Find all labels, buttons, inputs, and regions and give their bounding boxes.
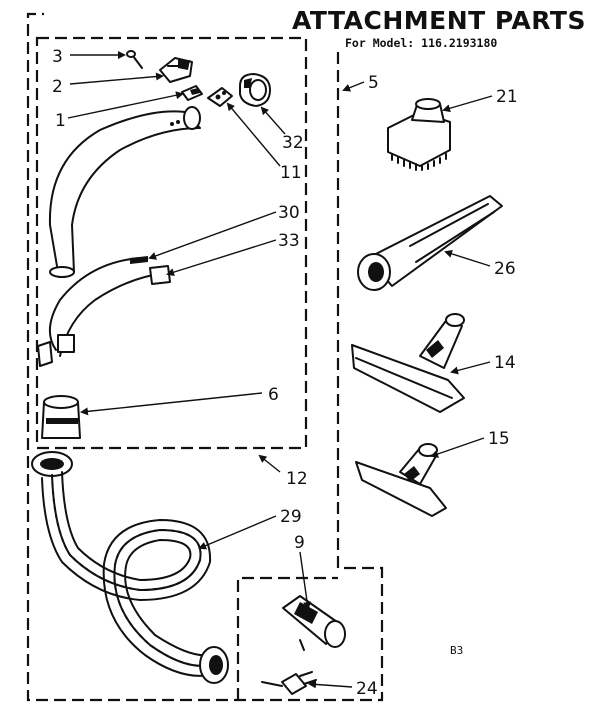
part-29-hose: [31, 451, 229, 684]
leader-14: [450, 361, 491, 375]
page-title: ATTACHMENT PARTS: [292, 6, 586, 35]
callout-21: 21: [496, 87, 518, 107]
callout-11: 11: [280, 163, 302, 183]
assembly-12-boundary: [35, 36, 308, 450]
leader-12: [258, 454, 281, 473]
callout-29: 29: [280, 507, 302, 527]
part-1-latch: [181, 85, 203, 101]
leader-30: [148, 211, 277, 260]
part-wand-tube: [48, 106, 201, 278]
part-9-hose-plug: [282, 595, 346, 651]
callout-9: 9: [294, 533, 305, 553]
assembly-5-boundary: [26, 12, 384, 702]
part-3-screw: [126, 50, 143, 69]
leader-15: [430, 437, 485, 458]
part-15-upholstery-tool: [355, 443, 447, 517]
part-24-cord-plug: [261, 671, 317, 695]
leader-29: [198, 515, 277, 550]
callout-5: 5: [368, 73, 379, 93]
part-14-floor-tool: [351, 313, 465, 413]
callout-6: 6: [268, 385, 279, 405]
callout-15: 15: [488, 429, 510, 449]
part-21-dusting-brush: [387, 98, 451, 171]
callout-33: 33: [278, 231, 300, 251]
callout-3: 3: [52, 47, 63, 67]
callout-32: 32: [282, 133, 304, 153]
part-11-spring-clip: [207, 87, 233, 107]
leader-9: [299, 551, 312, 610]
part-32-swivel-cap: [239, 73, 271, 107]
callout-1: 1: [55, 111, 66, 131]
leader-26: [444, 250, 491, 267]
callout-26: 26: [494, 259, 516, 279]
callout-24: 24: [356, 679, 378, 699]
part-2-clip: [159, 57, 193, 83]
callout-2: 2: [52, 77, 63, 97]
leader-33: [166, 239, 277, 277]
part-30-33-cord: [37, 256, 171, 367]
leader-32: [260, 106, 286, 135]
part-26-crevice-tool: [357, 195, 503, 291]
hose-end-boundary: [236, 576, 338, 700]
callout-30: 30: [278, 203, 300, 223]
leader-6: [80, 392, 263, 416]
leader-11: [226, 102, 281, 167]
page-code: B3: [450, 644, 463, 657]
leader-1: [67, 91, 184, 119]
model-subtitle: For Model: 116.2193180: [345, 36, 497, 50]
leader-5: [342, 81, 365, 92]
callout-14: 14: [494, 353, 516, 373]
leader-21: [442, 95, 493, 113]
leader-24: [308, 680, 353, 689]
leader-2: [69, 72, 164, 85]
part-6-coupling: [41, 395, 81, 439]
callout-12: 12: [286, 469, 308, 489]
